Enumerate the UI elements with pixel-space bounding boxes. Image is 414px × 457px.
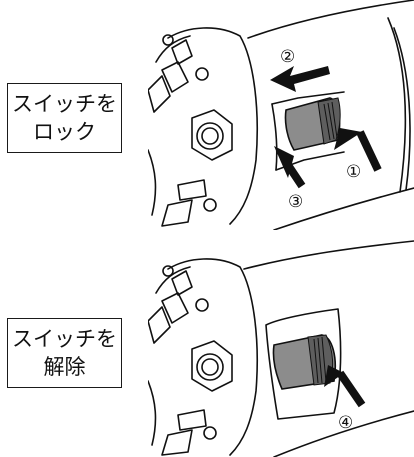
gear-cover-fins [148, 306, 171, 344]
screw-lower [203, 426, 217, 440]
unlock-label-line2: 解除 [43, 355, 86, 379]
unlock-switch-label: スイッチを 解除 [7, 318, 122, 388]
lock-label-line2: ロック [33, 120, 96, 144]
gear-head-lower [148, 380, 157, 446]
arrow-press-release-shaft [336, 370, 366, 408]
spindle-guard [161, 199, 193, 227]
arrow-press-shaft [356, 130, 382, 172]
hex-nut-hole [196, 122, 224, 150]
unlock-label-line1: スイッチを [12, 327, 117, 351]
step-1-number: ① [346, 162, 361, 182]
housing-bottom-edge [273, 187, 414, 230]
switch-slot-top [271, 91, 345, 105]
hex-nut-thread [201, 358, 219, 376]
housing-seam [387, 17, 407, 193]
gear-cover-fin-3 [171, 270, 193, 296]
housing-top-edge [247, 0, 414, 39]
gear-cover-fin-2 [161, 61, 189, 93]
gear-cover-fin-3 [171, 39, 193, 65]
grinder-unlock-illustration: ④ [148, 240, 414, 457]
step-4-number: ④ [338, 413, 353, 433]
screw-top [162, 265, 174, 277]
side-handle-hex-nut [191, 340, 233, 392]
spindle-block [177, 179, 207, 201]
screw-lower [203, 198, 217, 212]
switch-grip-ridges [317, 97, 341, 145]
gear-cover-fin-2 [161, 292, 189, 324]
arrow-press-release-icon [324, 365, 344, 387]
hex-nut-hole [196, 353, 224, 381]
screw-top [162, 34, 174, 46]
screw-upper [195, 298, 209, 312]
step-2-number: ② [280, 47, 295, 67]
housing-bottom-edge [273, 410, 414, 457]
hex-nut-thread [201, 127, 219, 145]
arrow-press-icon [334, 128, 362, 150]
gear-cover-fins [148, 75, 171, 113]
switch-slot-left [271, 103, 278, 171]
screw-upper [195, 67, 209, 81]
side-handle-hex-nut [191, 109, 233, 161]
step-3-number: ③ [288, 192, 303, 212]
arrow-slide-back-icon [270, 66, 330, 92]
gear-head-lower [148, 149, 157, 216]
housing-top-edge [243, 240, 414, 270]
lock-switch-label: スイッチを ロック [7, 83, 122, 153]
gear-head-outline [167, 258, 258, 456]
spindle-block [177, 409, 207, 431]
grinder-lock-illustration: ① ② ③ [148, 0, 414, 230]
arrow-push-in-shaft [284, 162, 306, 189]
gear-head-outline [167, 27, 258, 225]
housing-seam-inner [393, 27, 411, 191]
spindle-guard [161, 429, 193, 456]
lock-label-line1: スイッチを [12, 92, 117, 116]
